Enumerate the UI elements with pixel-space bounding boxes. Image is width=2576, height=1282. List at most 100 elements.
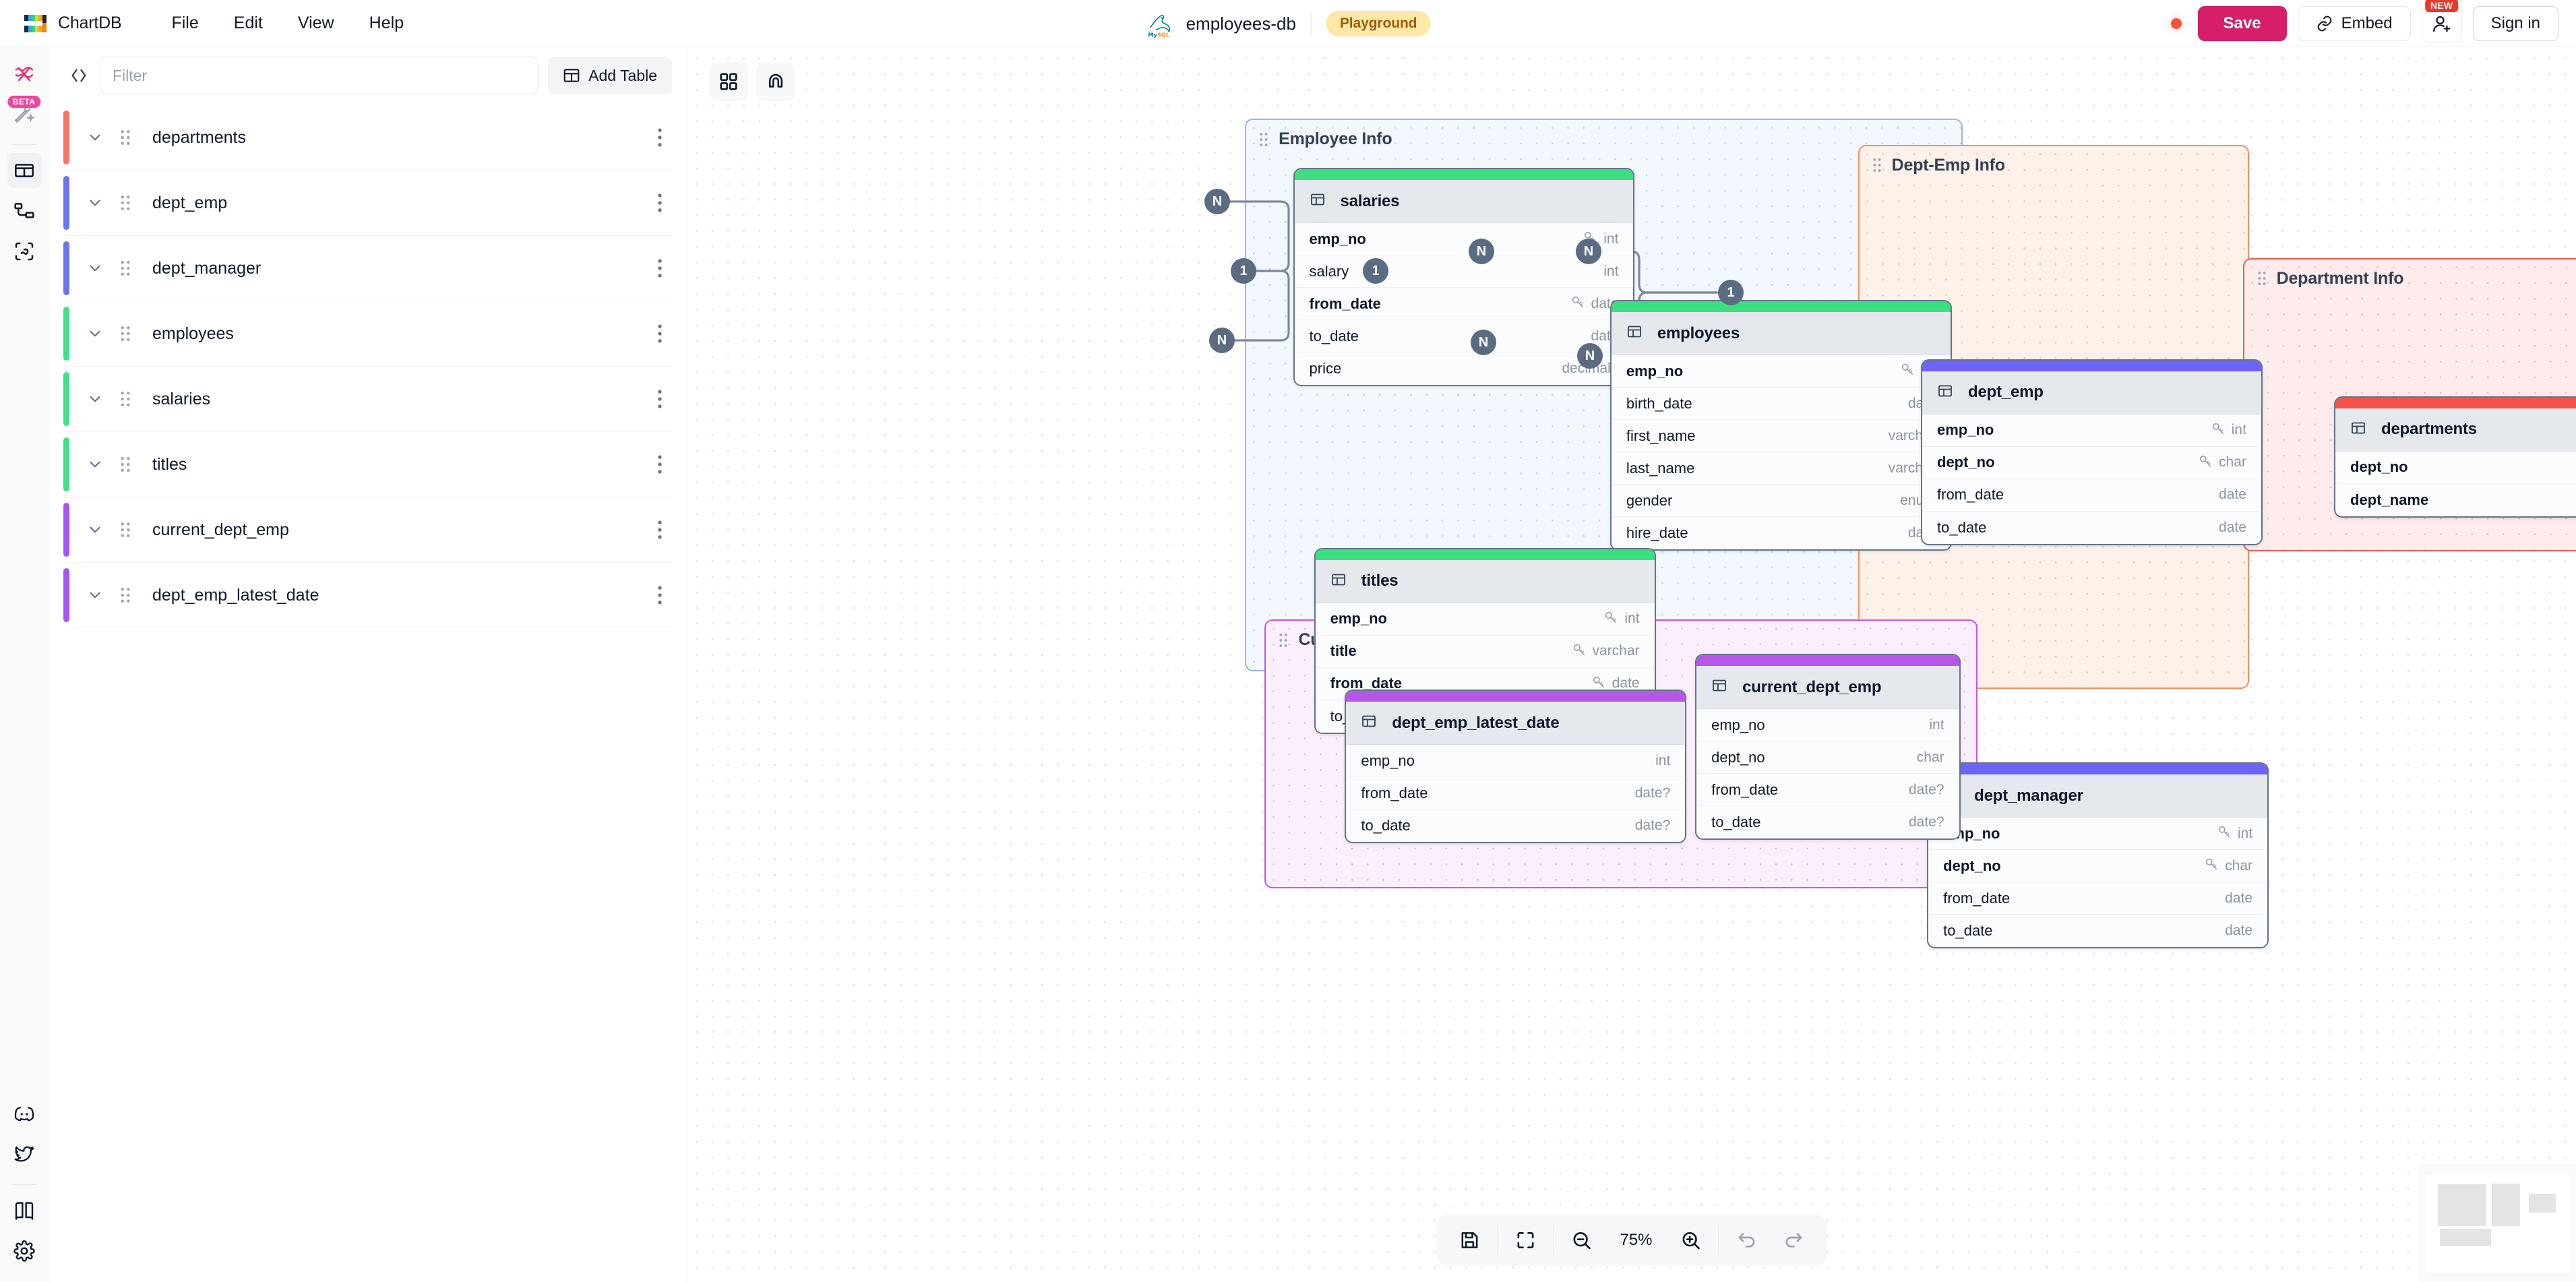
drag-handle-icon[interactable]	[119, 586, 132, 604]
table-header[interactable]: titles	[1315, 559, 1655, 603]
table-options-icon[interactable]	[657, 520, 663, 540]
sidebar-table-item[interactable]: employees	[63, 301, 672, 367]
settings-gear-icon[interactable]	[7, 1233, 42, 1269]
drag-handle-icon[interactable]	[119, 521, 132, 539]
zoom-out-button[interactable]	[1558, 1221, 1605, 1259]
tables-icon[interactable]	[6, 153, 42, 188]
diagram-name[interactable]: employees-db	[1186, 13, 1296, 34]
table-header[interactable]: current_dept_emp	[1696, 666, 1959, 710]
area-drag-handle-icon[interactable]	[1872, 158, 1882, 173]
table-options-icon[interactable]	[657, 193, 663, 213]
minimap[interactable]	[2420, 1165, 2576, 1282]
table-header[interactable]: employees	[1611, 312, 1951, 356]
add-user-button[interactable]: NEW	[2421, 0, 2462, 42]
menu-help[interactable]: Help	[369, 13, 404, 32]
drag-handle-icon[interactable]	[119, 194, 132, 212]
diagram-table[interactable]: employeesemp_nointbirth_datedatefirst_na…	[1609, 300, 1952, 551]
magnet-snap-icon[interactable]	[756, 62, 795, 101]
sidebar-table-item[interactable]: salaries	[63, 367, 672, 432]
area-drag-handle-icon[interactable]	[1258, 132, 1269, 147]
table-options-icon[interactable]	[657, 324, 663, 344]
chevron-down-icon[interactable]	[86, 194, 104, 212]
fit-view-button[interactable]	[1502, 1221, 1549, 1259]
table-options-icon[interactable]	[657, 454, 663, 475]
add-table-button[interactable]: Add Table	[548, 57, 672, 94]
table-options-icon[interactable]	[657, 585, 663, 605]
sidebar-table-item[interactable]: dept_emp	[63, 171, 672, 236]
menu-edit[interactable]: Edit	[233, 13, 263, 32]
table-options-icon[interactable]	[657, 258, 663, 278]
sidebar-table-item[interactable]: titles	[63, 432, 672, 497]
table-field-row[interactable]: pricedecimal?	[1294, 353, 1634, 386]
table-options-icon[interactable]	[657, 127, 663, 148]
chevron-down-icon[interactable]	[86, 586, 104, 604]
chevron-down-icon[interactable]	[86, 260, 104, 277]
drag-handle-icon[interactable]	[119, 325, 132, 342]
twitter-icon[interactable]	[7, 1137, 42, 1172]
table-header[interactable]: dept_manager	[1928, 774, 2268, 818]
save-diagram-button[interactable]	[1446, 1221, 1493, 1259]
areas-icon[interactable]	[7, 234, 42, 269]
area-drag-handle-icon[interactable]	[2257, 271, 2267, 286]
relationships-icon[interactable]	[7, 193, 42, 228]
drag-handle-icon[interactable]	[119, 260, 132, 277]
sidebar-table-item[interactable]: dept_emp_latest_date	[63, 563, 672, 628]
area-drag-handle-icon[interactable]	[1278, 633, 1289, 648]
drag-handle-icon[interactable]	[119, 390, 132, 408]
undo-button[interactable]	[1723, 1221, 1771, 1259]
grid-toggle-icon[interactable]	[709, 62, 748, 101]
filter-input[interactable]	[100, 57, 539, 94]
sidebar-table-item[interactable]: dept_manager	[63, 236, 672, 301]
drag-handle-icon[interactable]	[119, 129, 132, 146]
table-header[interactable]: dept_emp_latest_date	[1346, 702, 1686, 745]
redo-button[interactable]	[1771, 1221, 1818, 1259]
table-header[interactable]: salaries	[1294, 180, 1634, 224]
drag-handle-icon[interactable]	[119, 456, 132, 473]
diagrams-icon[interactable]	[7, 57, 42, 92]
chevron-down-icon[interactable]	[86, 129, 104, 146]
table-header[interactable]: dept_emp	[1922, 371, 2261, 415]
table-header[interactable]: departments	[2335, 408, 2576, 452]
docs-book-icon[interactable]	[7, 1193, 42, 1228]
discord-icon[interactable]	[7, 1097, 42, 1132]
collapse-sidebar-button[interactable]	[63, 60, 94, 91]
ai-magic-icon[interactable]: BETA	[7, 96, 42, 132]
sign-in-button[interactable]: Sign in	[2472, 6, 2558, 41]
sidebar-table-item[interactable]: departments	[63, 105, 672, 171]
menu-file[interactable]: File	[171, 13, 199, 32]
chevron-down-icon[interactable]	[86, 325, 104, 342]
zoom-in-button[interactable]	[1667, 1221, 1715, 1259]
save-button[interactable]: Save	[2197, 6, 2287, 41]
embed-button[interactable]: Embed	[2297, 6, 2411, 41]
table-options-icon[interactable]	[657, 389, 663, 409]
zoom-level-label[interactable]: 75%	[1620, 1231, 1653, 1249]
